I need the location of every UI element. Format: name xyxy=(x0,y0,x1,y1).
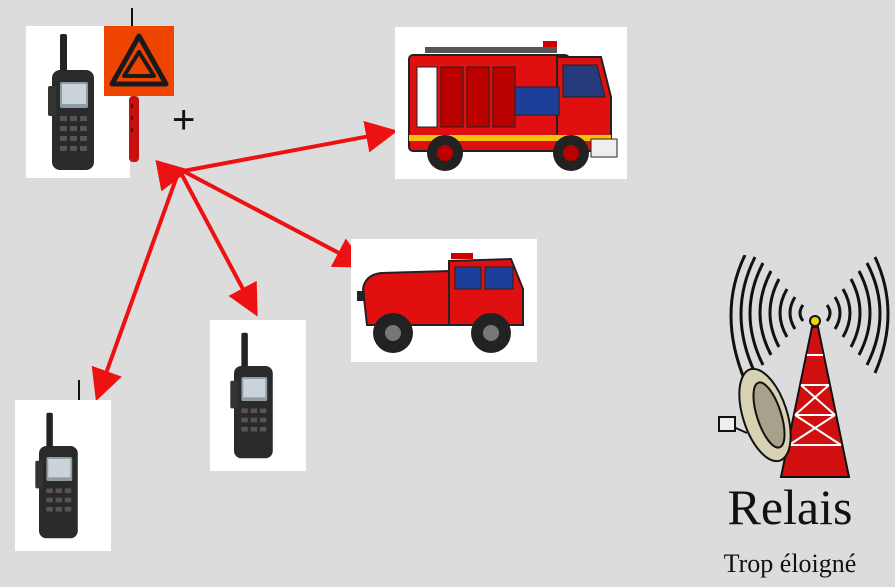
arrow-to-fire-engine xyxy=(178,133,386,172)
handheld-bottom-left xyxy=(15,400,111,551)
forest-fire-truck xyxy=(351,239,537,362)
forest-fire-truck-icon xyxy=(351,239,537,362)
hazard-warning-icon xyxy=(104,26,174,96)
relay-tower xyxy=(715,255,895,480)
relay-subtitle: Trop éloigné xyxy=(690,551,890,577)
fire-engine-icon xyxy=(395,27,627,179)
radio-relay-tower-icon xyxy=(715,255,895,480)
fire-engine xyxy=(395,27,627,179)
handheld-antenna-tick xyxy=(78,380,80,400)
hazard-handset xyxy=(128,96,140,164)
arrow-to-handheld-middle xyxy=(182,175,252,306)
arrow-to-handheld-bottom xyxy=(100,176,177,390)
relay-title: Relais xyxy=(700,482,880,532)
arrow-to-forest-truck xyxy=(185,172,356,262)
walkie-talkie-icon xyxy=(15,400,111,551)
handheld-middle xyxy=(210,320,306,471)
walkie-talkie-icon xyxy=(210,320,306,471)
join-plus-sign: + xyxy=(172,100,195,140)
